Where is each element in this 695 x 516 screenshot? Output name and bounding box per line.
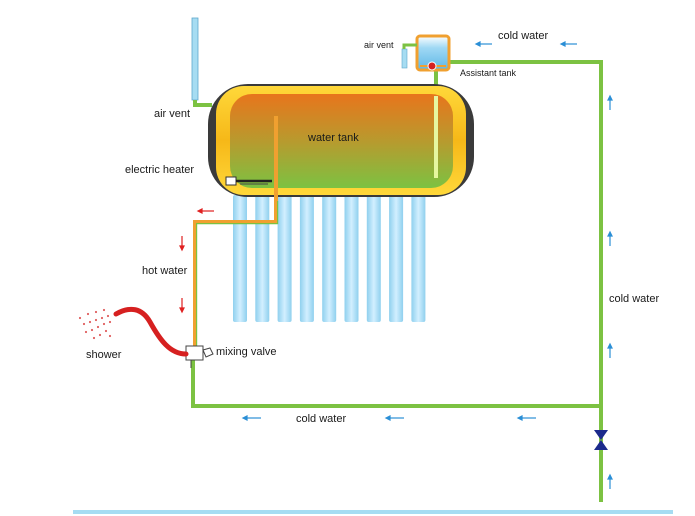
arrow-up-icon bbox=[607, 342, 613, 358]
shower-head-icon bbox=[78, 306, 189, 357]
cold-flow-arrows bbox=[241, 41, 613, 489]
arrow-left-icon bbox=[516, 415, 536, 421]
assistant-tank-label: Assistant tank bbox=[460, 68, 517, 78]
vacuum-tube bbox=[389, 195, 404, 322]
hot-water-label: hot water bbox=[142, 265, 188, 277]
arrow-left-icon bbox=[196, 208, 214, 214]
arrow-left-icon bbox=[384, 415, 404, 421]
hot-water-pipe bbox=[193, 116, 279, 353]
cold-water-bottom-label: cold water bbox=[296, 413, 346, 425]
assistant-air-vent-label: air vent bbox=[364, 40, 394, 50]
vacuum-tube bbox=[366, 195, 381, 322]
vacuum-tube bbox=[233, 195, 247, 322]
cold-pipe-top bbox=[445, 60, 603, 502]
electric-heater-label: electric heater bbox=[125, 164, 194, 176]
vacuum-tube bbox=[411, 195, 426, 322]
mixing-valve-icon bbox=[185, 345, 214, 368]
hot-flow-arrows bbox=[179, 208, 214, 314]
assistant-tank bbox=[415, 34, 451, 72]
shower-label: shower bbox=[86, 349, 122, 361]
cold-water-top-label: cold water bbox=[498, 30, 548, 42]
arrow-left-icon bbox=[241, 415, 261, 421]
vacuum-tube bbox=[299, 195, 314, 322]
arrow-down-icon bbox=[179, 298, 185, 314]
arrow-up-icon bbox=[607, 94, 613, 110]
water-tank-label: water tank bbox=[307, 132, 359, 144]
float-ball-icon bbox=[427, 61, 437, 71]
vacuum-tube bbox=[344, 195, 359, 322]
vacuum-tube bbox=[255, 195, 270, 322]
electric-heater bbox=[225, 176, 272, 186]
tank-inner bbox=[230, 94, 453, 188]
vacuum-tube bbox=[322, 195, 337, 322]
mixing-valve-label: mixing valve bbox=[216, 346, 277, 358]
arrow-up-icon bbox=[607, 230, 613, 246]
vacuum-tube bbox=[277, 195, 292, 322]
air-vent-pipe bbox=[191, 17, 199, 101]
bottom-divider-bar bbox=[73, 510, 673, 514]
arrow-up-icon bbox=[607, 473, 613, 489]
vacuum-tubes bbox=[233, 195, 426, 322]
cold-water-right-label: cold water bbox=[609, 293, 659, 305]
arrow-left-icon bbox=[559, 41, 577, 47]
cold-pipe-bottom bbox=[191, 358, 603, 408]
air-vent-elbow bbox=[193, 100, 212, 107]
arrow-down-icon bbox=[179, 236, 185, 252]
assistant-air-vent bbox=[401, 43, 417, 69]
gate-valve-icon bbox=[594, 430, 608, 450]
air-vent-label: air vent bbox=[154, 108, 190, 120]
arrow-left-icon bbox=[474, 41, 492, 47]
